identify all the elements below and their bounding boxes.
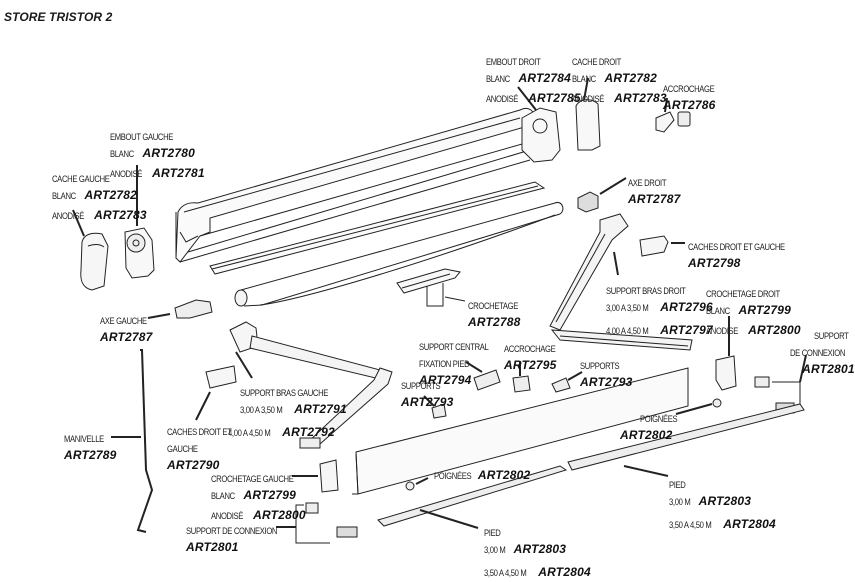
embout-droit-part bbox=[517, 86, 561, 163]
label-support-connexion-left: SUPPORT DE CONNEXION ART2801 bbox=[186, 526, 278, 554]
diagram-title: STORE TRISTOR 2 bbox=[4, 10, 113, 24]
label-support-bras-droit: SUPPORT BRAS DROIT 3,00 A 3,50 M ART2796… bbox=[606, 286, 713, 337]
label-manivelle: MANIVELLE ART2789 bbox=[64, 434, 117, 462]
label-embout-droit: EMBOUT DROIT BLANC ART2784 ANODISÉ ART27… bbox=[486, 57, 581, 105]
middle-profile bbox=[209, 181, 546, 275]
axe-gauche-part bbox=[147, 299, 213, 319]
pied-part bbox=[377, 398, 805, 529]
label-cache-droit: CACHE DROIT BLANC ART2782 ANODISÉ ART278… bbox=[572, 57, 667, 105]
cache-droit-part bbox=[575, 77, 601, 151]
caches-right-part bbox=[639, 235, 685, 257]
label-support-connexion-right: SUPPORT DE CONNEXION ART2801 bbox=[790, 331, 855, 376]
exploded-parts-diagram: STORE TRISTOR 2 EMBOUT GAUCHE BLANC ART2… bbox=[4, 10, 855, 578]
left-arm bbox=[229, 321, 393, 449]
label-embout-gauche: EMBOUT GAUCHE BLANC ART2780 ANODISÉ ART2… bbox=[110, 132, 205, 180]
label-cache-gauche: CACHE GAUCHE BLANC ART2782 ANODISÉ ART27… bbox=[52, 174, 147, 222]
label-crochetage-gauche: CROCHETAGE GAUCHE BLANC ART2799 ANODISÉ … bbox=[211, 474, 306, 522]
embout-gauche-part bbox=[124, 165, 155, 279]
label-support-bras-gauche: SUPPORT BRAS GAUCHE 3,00 A 3,50 M ART279… bbox=[228, 388, 347, 439]
label-pied-right: PIED 3,00 M ART2803 3,50 A 4,50 M ART280… bbox=[669, 480, 776, 531]
accrochage-mid-part bbox=[512, 362, 531, 393]
label-crochetage: CROCHETAGE ART2788 bbox=[468, 301, 521, 329]
label-poignees-right: POIGNÉES ART2802 bbox=[620, 414, 678, 442]
right-arm bbox=[549, 213, 693, 351]
support-connexion-left-part bbox=[276, 502, 358, 544]
supports-left-part bbox=[423, 395, 447, 419]
roller-tube bbox=[234, 201, 564, 307]
label-crochetage-droit: CROCHETAGE DROIT BLANC ART2799 ANODISE A… bbox=[706, 289, 801, 337]
crochetage-part bbox=[396, 268, 466, 307]
label-supports-right: SUPPORTS ART2793 bbox=[580, 361, 633, 389]
cache-gauche-part bbox=[72, 209, 109, 291]
supports-right-part bbox=[551, 371, 583, 393]
crochetage-gauche-part bbox=[292, 459, 339, 493]
label-caches-droit-gauche-right: CACHES DROIT ET GAUCHE ART2798 bbox=[688, 242, 785, 270]
caches-left-part bbox=[195, 365, 237, 421]
label-accrochage-mid: ACCROCHAGE ART2795 bbox=[504, 344, 557, 372]
label-caches-droit-gauche-left: CACHES DROIT ET GAUCHE ART2790 bbox=[167, 427, 232, 472]
label-axe-gauche: AXE GAUCHE ART2787 bbox=[100, 316, 153, 344]
support-central-part bbox=[465, 361, 501, 391]
front-bar bbox=[352, 367, 689, 495]
label-support-central: SUPPORT CENTRAL FIXATION PIED ART2794 bbox=[419, 342, 489, 387]
crochetage-droit-part bbox=[715, 316, 737, 391]
label-axe-droit: AXE DROIT ART2787 bbox=[628, 178, 681, 206]
axe-droit-part bbox=[577, 177, 627, 213]
label-supports-left: SUPPORTS ART2793 bbox=[401, 381, 454, 409]
label-pied-left: PIED 3,00 M ART2803 3,50 A 4,50 M ART280… bbox=[484, 528, 591, 579]
diagram-drawing bbox=[72, 77, 807, 544]
accrochage-top-part bbox=[655, 97, 691, 133]
manivelle-part bbox=[111, 349, 154, 533]
cassette-profile bbox=[175, 107, 535, 263]
label-accrochage-top: ACCROCHAGE ART2786 bbox=[663, 84, 716, 112]
